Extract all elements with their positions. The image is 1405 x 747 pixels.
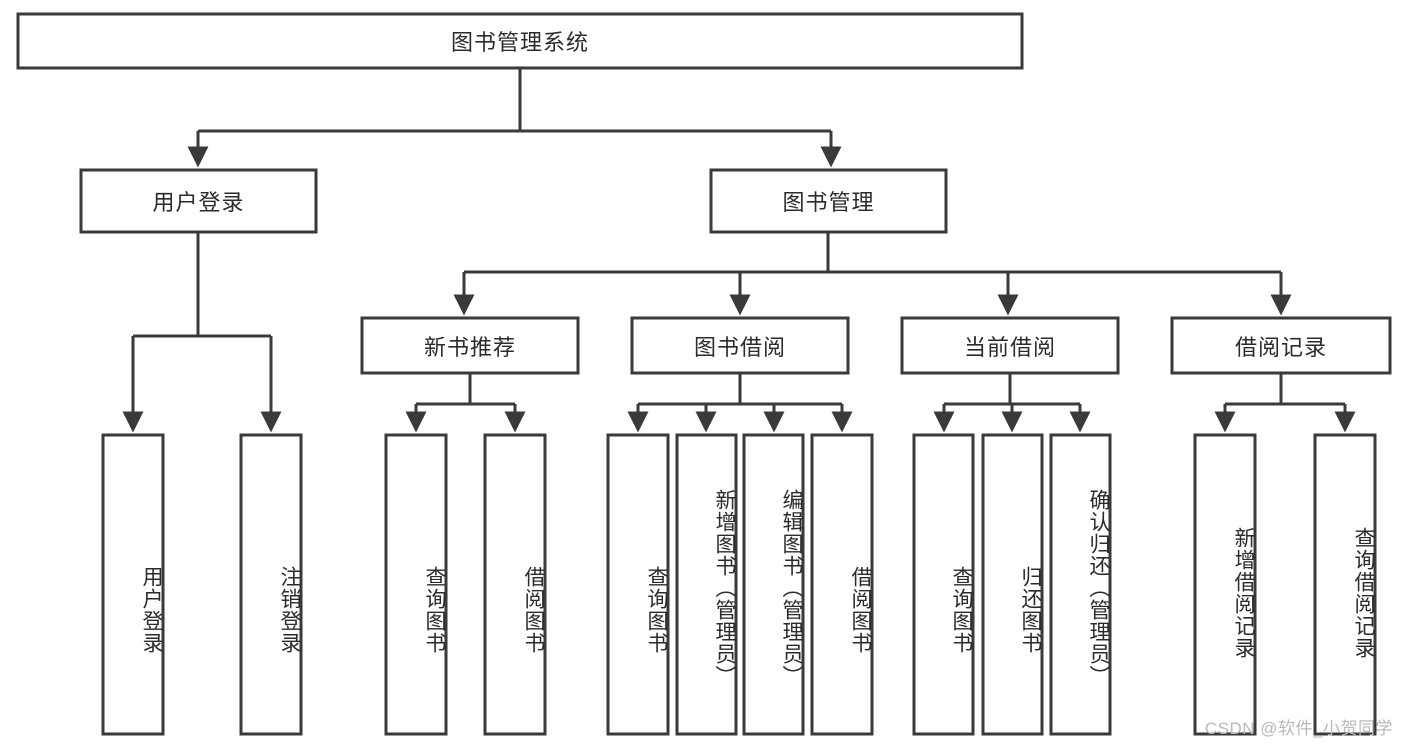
node-box-login[interactable] bbox=[79, 168, 318, 234]
leaf-box-records-add[interactable] bbox=[1193, 433, 1257, 736]
leaf-box-current-return[interactable] bbox=[981, 433, 1044, 736]
csdn-watermark: CSDN @软件_小贺同学 bbox=[1204, 719, 1393, 738]
node-label-current-borrow: 当前借阅 bbox=[963, 334, 1056, 360]
leaf-box-borrow-add[interactable] bbox=[675, 433, 738, 736]
node-label-login: 用户登录 bbox=[152, 190, 245, 215]
leaf-box-borrow-borrow[interactable] bbox=[810, 433, 874, 736]
node-label-root: 图书管理系统 bbox=[450, 30, 589, 55]
leaf-box-borrow-edit[interactable] bbox=[742, 433, 805, 736]
leaf-box-login-logout[interactable] bbox=[239, 433, 303, 736]
node-label-new-book-recommend: 新书推荐 bbox=[423, 334, 516, 360]
node-box-current-borrow[interactable] bbox=[900, 316, 1120, 375]
node-label-book-management: 图书管理 bbox=[782, 190, 875, 215]
node-label-borrow-records: 借阅记录 bbox=[1234, 334, 1327, 360]
node-label-book-borrow: 图书借阅 bbox=[693, 334, 786, 360]
leaf-box-newbook-borrow[interactable] bbox=[483, 433, 547, 736]
leaf-box-borrow-query[interactable] bbox=[606, 433, 670, 736]
node-box-root[interactable] bbox=[16, 12, 1024, 70]
leaf-box-login-user[interactable] bbox=[101, 433, 165, 736]
leaf-box-records-query[interactable] bbox=[1313, 433, 1377, 736]
leaf-box-current-confirm[interactable] bbox=[1049, 433, 1112, 736]
leaf-box-current-query[interactable] bbox=[912, 433, 975, 736]
leaf-box-newbook-query[interactable] bbox=[384, 433, 448, 736]
node-box-new-book-recommend[interactable] bbox=[360, 316, 580, 375]
